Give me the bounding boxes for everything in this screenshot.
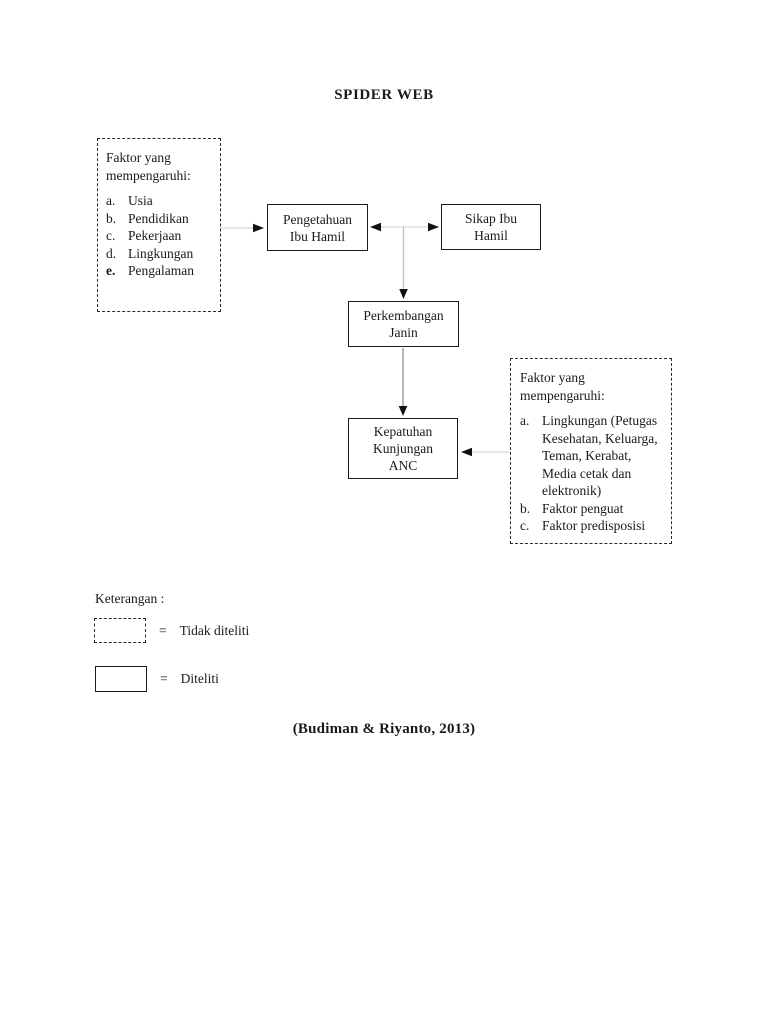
item-text: Pengalaman (128, 263, 194, 278)
list-item: d. Lingkungan (106, 245, 216, 263)
right-factor-list: a. Lingkungan (Petugas Kesehatan, Keluar… (520, 412, 665, 535)
legend-title: Keterangan : (95, 591, 165, 606)
item-text: Usia (128, 193, 153, 208)
list-item: c. Pekerjaan (106, 227, 216, 245)
left-factor-heading: Faktor yang mempengaruhi: (106, 150, 191, 183)
list-item: b. Faktor penguat (520, 500, 665, 518)
node-kepatuhan-kunjungan-anc: Kepatuhan Kunjungan ANC (348, 418, 458, 479)
arrow-left-factors-to-pengetahuan (220, 223, 264, 233)
list-item: a. Usia (106, 192, 216, 210)
left-factor-list: a. Usia b. Pendidikan c. Pekerjaan d. Li… (106, 192, 216, 280)
legend-solid-box-symbol (95, 666, 147, 692)
arrow-right-factors-to-kepatuhan (461, 447, 509, 457)
list-item: c. Faktor predisposisi (520, 517, 665, 535)
left-factor-box: Faktor yang mempengaruhi: a. Usia b. Pen… (97, 138, 221, 312)
item-marker: e. (106, 263, 116, 278)
list-item: e. Pengalaman (106, 262, 216, 280)
item-marker: a. (106, 193, 116, 208)
item-marker: b. (106, 210, 117, 226)
node-perkembangan-janin: Perkembangan Janin (348, 301, 459, 347)
arrow-pengetahuan-sikap-bidirectional (370, 222, 439, 232)
item-marker: d. (106, 245, 117, 261)
node-pengetahuan-ibu-hamil: Pengetahuan Ibu Hamil (267, 204, 368, 251)
item-text: Faktor penguat (542, 500, 624, 516)
legend-dashed-box-symbol (94, 618, 146, 643)
item-text: Pendidikan (128, 210, 189, 226)
equals-sign: = (159, 622, 167, 638)
equals-sign: = (160, 671, 168, 686)
arrow-down-to-perkembangan (399, 227, 408, 299)
item-marker: c. (106, 228, 116, 243)
legend-label-text: Diteliti (180, 671, 219, 686)
item-marker: a. (520, 413, 530, 428)
item-marker: c. (520, 518, 530, 533)
legend-label-text: Tidak diteliti (179, 622, 250, 638)
node-sikap-ibu-hamil: Sikap Ibu Hamil (441, 204, 541, 250)
item-text: Faktor predisposisi (542, 518, 646, 533)
page-title: SPIDER WEB (334, 87, 434, 103)
right-factor-heading: Faktor yang mempengaruhi: (520, 370, 605, 403)
item-text: Pekerjaan (128, 228, 182, 243)
legend-row-tidak-diteliti: = Tidak diteliti (94, 618, 249, 643)
item-text: Lingkungan (128, 245, 194, 261)
citation-text: (Budiman & Riyanto, 2013) (292, 721, 476, 737)
list-item: b. Pendidikan (106, 210, 216, 228)
arrow-perkembangan-to-kepatuhan (398, 348, 408, 416)
list-item: a. Lingkungan (Petugas Kesehatan, Keluar… (520, 412, 665, 500)
item-text: Lingkungan (Petugas Kesehatan, Keluarga,… (542, 413, 658, 498)
item-marker: b. (520, 500, 531, 516)
legend-row-diteliti: = Diteliti (95, 666, 219, 692)
right-factor-box: Faktor yang mempengaruhi: a. Lingkungan … (510, 358, 672, 544)
